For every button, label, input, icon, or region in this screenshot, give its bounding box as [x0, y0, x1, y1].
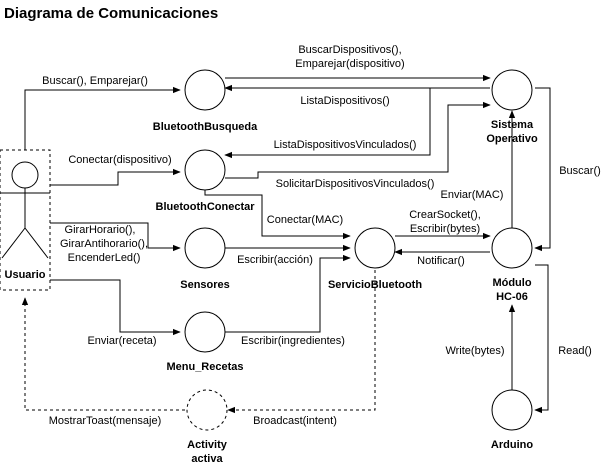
node-sistema-operativo: [491, 69, 533, 111]
msg-read: Read(): [558, 345, 592, 357]
msg-girar-antihorario: GirarAntihorario(),: [60, 238, 148, 250]
msg-conectar-dispositivo: Conectar(dispositivo): [68, 154, 171, 166]
msg-notificar: Notificar(): [417, 255, 465, 267]
edge-conectar-servicio: [204, 186, 351, 240]
node-bluetooth-conectar: [184, 149, 226, 191]
msg-mostrar-toast: MostrarToast(mensaje): [49, 415, 161, 427]
actor-label: Usuario: [5, 269, 46, 281]
node-label-conectar: BluetoothConectar: [156, 201, 256, 213]
node-label-sensores: Sensores: [180, 279, 230, 291]
node-activity-activa: [186, 389, 228, 431]
edge-usuario-recetas: [50, 279, 181, 336]
edge-conectar-so: [225, 101, 491, 179]
node-menu-recetas: [184, 311, 226, 353]
node-servicio-bluetooth: [354, 227, 396, 269]
actor-right-leg: [24, 227, 49, 259]
node-label-hc-line1: Módulo: [492, 277, 531, 289]
edge-activity-usuario: [21, 297, 185, 411]
node-label-busqueda: BluetoothBusqueda: [153, 121, 258, 133]
msg-escribir-bytes: Escribir(bytes): [410, 223, 480, 235]
msg-girar-horario: GirarHorario(),: [65, 224, 136, 236]
node-modulo-hc06: [491, 227, 533, 269]
msg-write-bytes: Write(bytes): [445, 345, 504, 357]
edge-servicio-activity: [227, 270, 376, 414]
msg-lista-vinculados: ListaDispositivosVinculados(): [274, 139, 417, 151]
node-label-activity-line2: activa: [191, 453, 223, 465]
actor-head-icon: [11, 161, 39, 189]
msg-conectar-mac: Conectar(MAC): [267, 214, 343, 226]
actor-left-leg: [1, 227, 26, 259]
node-label-servicio: ServicioBluetooth: [328, 279, 422, 291]
msg-escribir-accion: Escribir(acción): [237, 254, 313, 266]
node-label-activity-line1: Activity: [187, 439, 228, 451]
msg-encender-led: EncenderLed(): [68, 252, 141, 264]
edge-usuario-sensores: [50, 222, 181, 252]
msg-crear-socket: CrearSocket(),: [409, 209, 481, 221]
node-label-hc-line2: HC-06: [496, 291, 528, 303]
actor-frame: [0, 149, 51, 291]
node-sensores: [184, 227, 226, 269]
actor-usuario: Usuario: [0, 149, 51, 291]
msg-enviar-receta: Enviar(receta): [87, 335, 156, 347]
edge-so-conectar: [224, 88, 431, 159]
msg-enviar-mac: Enviar(MAC): [441, 189, 504, 201]
node-label-recetas: Menu_Recetas: [166, 361, 243, 373]
edge-hc06-arduino: [534, 264, 549, 414]
msg-buscar-dispositivos: BuscarDispositivos(),: [298, 44, 401, 56]
msg-buscar-emparejar: Buscar(), Emparejar(): [42, 75, 148, 87]
edge-so-hc06: [534, 87, 551, 252]
node-label-so-line1: Sistema: [491, 119, 534, 131]
edge-usuario-busqueda: [24, 86, 181, 150]
node-label-so-line2: Operativo: [486, 133, 538, 145]
msg-emparejar-dispositivo: Emparejar(dispositivo): [295, 58, 404, 70]
node-bluetooth-busqueda: [184, 69, 226, 111]
node-arduino: [491, 389, 533, 431]
msg-solicitar-vinculados: SolicitarDispositivosVinculados(): [276, 178, 435, 190]
msg-buscar: Buscar(): [559, 165, 601, 177]
edge-usuario-conectar: [50, 168, 181, 186]
msg-lista-dispositivos: ListaDispositivos(): [300, 95, 389, 107]
diagram-title: Diagrama de Comunicaciones: [4, 5, 218, 22]
msg-escribir-ingredientes: Escribir(ingredientes): [241, 335, 345, 347]
edge-recetas-servicio: [225, 254, 351, 333]
node-label-arduino: Arduino: [491, 439, 533, 451]
msg-broadcast: Broadcast(intent): [253, 415, 337, 427]
